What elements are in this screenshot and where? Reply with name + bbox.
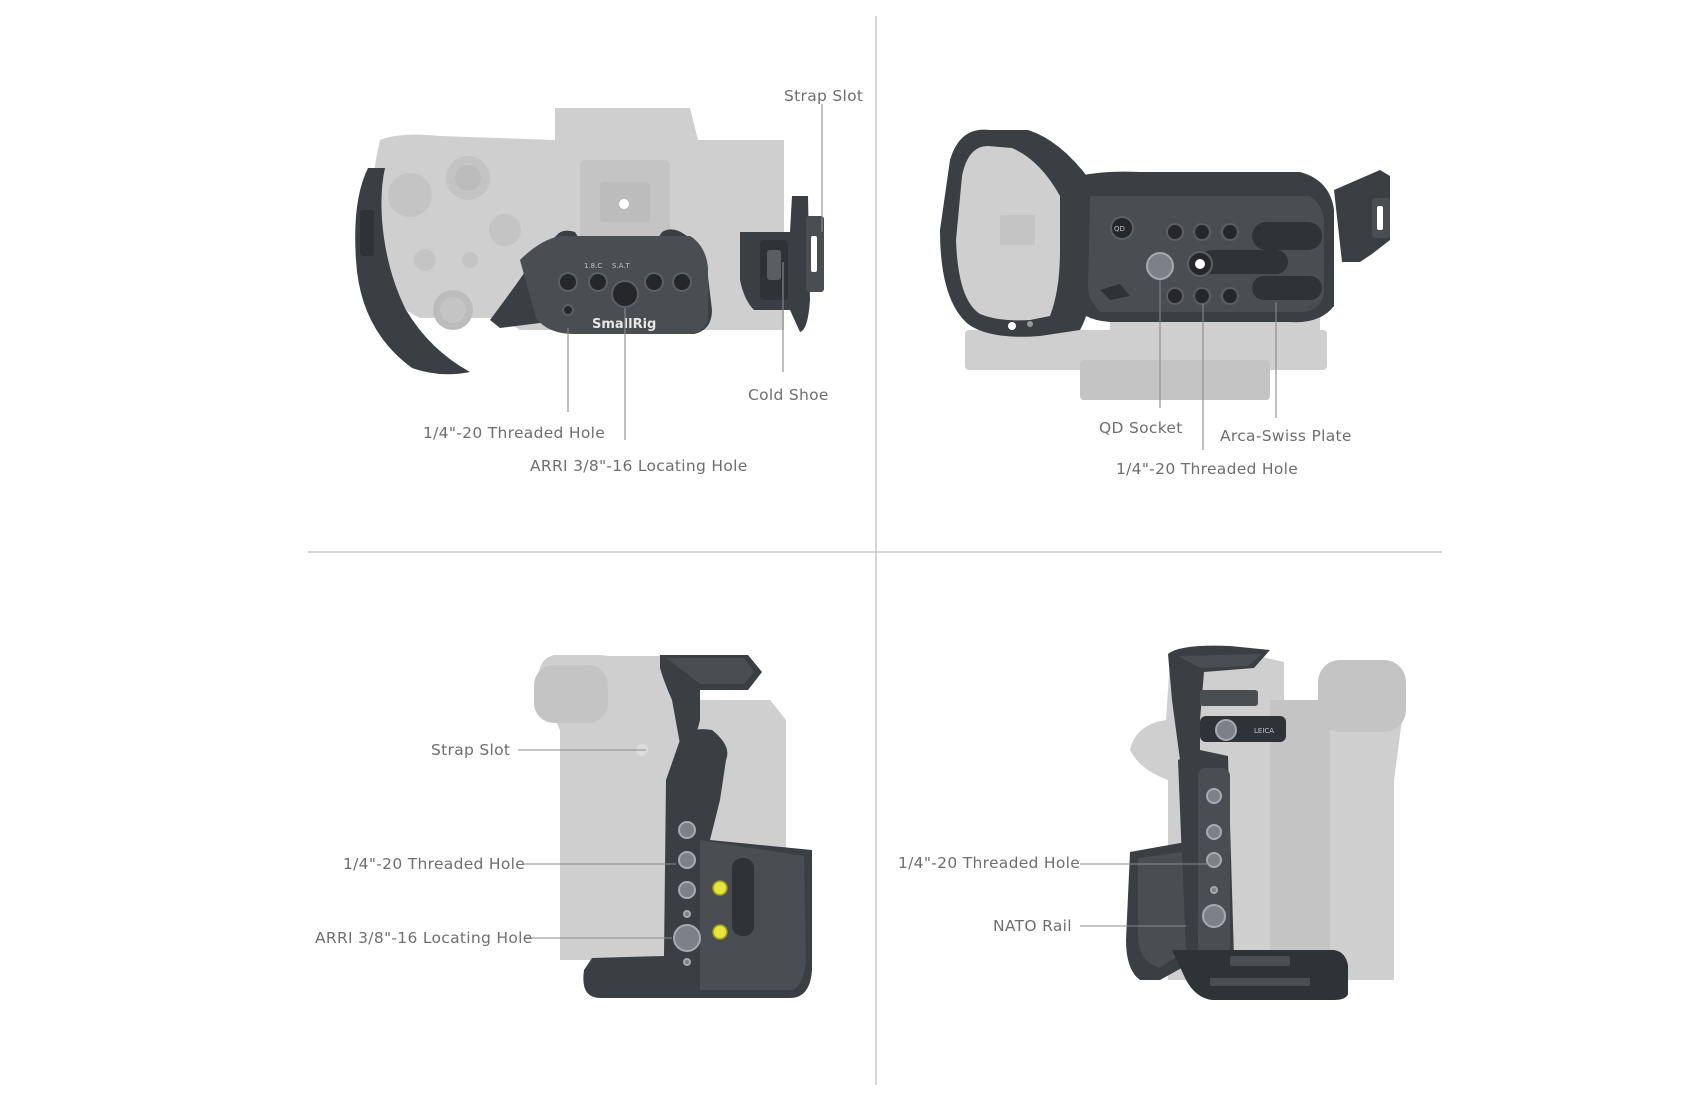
brand-logo: SmallRig (592, 317, 656, 332)
svg-text:S.A.T: S.A.T (612, 262, 631, 270)
svg-text:1.8.C: 1.8.C (584, 262, 602, 270)
label-arri-locating-hole: ARRI 3/8"-16 Locating Hole (530, 457, 748, 475)
label-arca-swiss-plate: Arca-Swiss Plate (1220, 427, 1352, 445)
label-threaded-hole: 1/4"-20 Threaded Hole (423, 424, 605, 442)
left-side-view-illustration (534, 655, 812, 998)
bottom-view-illustration: QD (940, 129, 1390, 400)
label-strap-slot: Strap Slot (431, 741, 510, 759)
label-arri-locating-hole: ARRI 3/8"-16 Locating Hole (315, 929, 533, 947)
label-nato-rail: NATO Rail (993, 917, 1072, 935)
label-strap-slot: Strap Slot (784, 87, 863, 105)
label-cold-shoe: Cold Shoe (748, 386, 829, 404)
svg-text:LEICA: LEICA (1254, 727, 1274, 735)
right-side-view-illustration: LEICA (1126, 645, 1406, 1000)
label-threaded-hole: 1/4"-20 Threaded Hole (343, 855, 525, 873)
top-view-illustration: SmallRig S.A.T 1.8.C (355, 108, 824, 375)
svg-text:QD: QD (1114, 225, 1125, 233)
label-qd-socket: QD Socket (1099, 419, 1183, 437)
label-threaded-hole: 1/4"-20 Threaded Hole (1116, 460, 1298, 478)
label-threaded-hole: 1/4"-20 Threaded Hole (898, 854, 1080, 872)
